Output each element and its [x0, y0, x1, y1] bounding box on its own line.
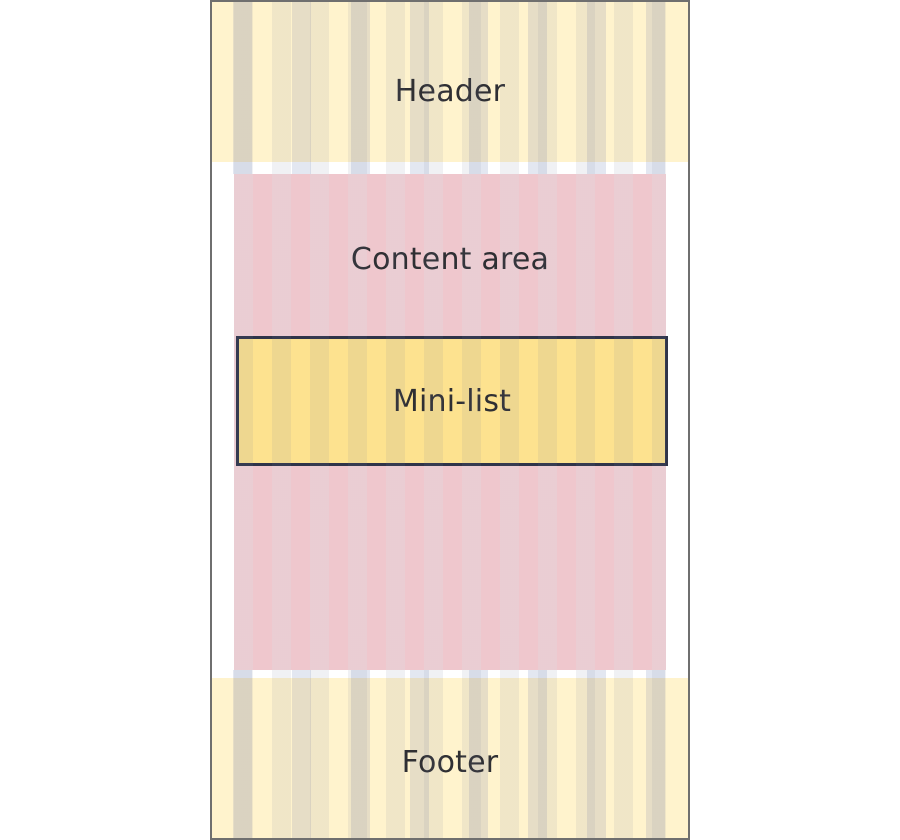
mini-list-label: Mini-list — [392, 383, 512, 419]
footer-label: Footer — [401, 745, 499, 780]
page-frame: Header Content area Mini-list Footer — [210, 0, 690, 840]
footer-region: Footer — [212, 678, 688, 838]
top-gutter-strip — [212, 162, 688, 174]
mini-list-box: Mini-list — [236, 336, 668, 466]
header-label: Header — [394, 74, 506, 109]
header-region: Header — [212, 2, 688, 162]
content-area-label: Content area — [350, 242, 550, 277]
